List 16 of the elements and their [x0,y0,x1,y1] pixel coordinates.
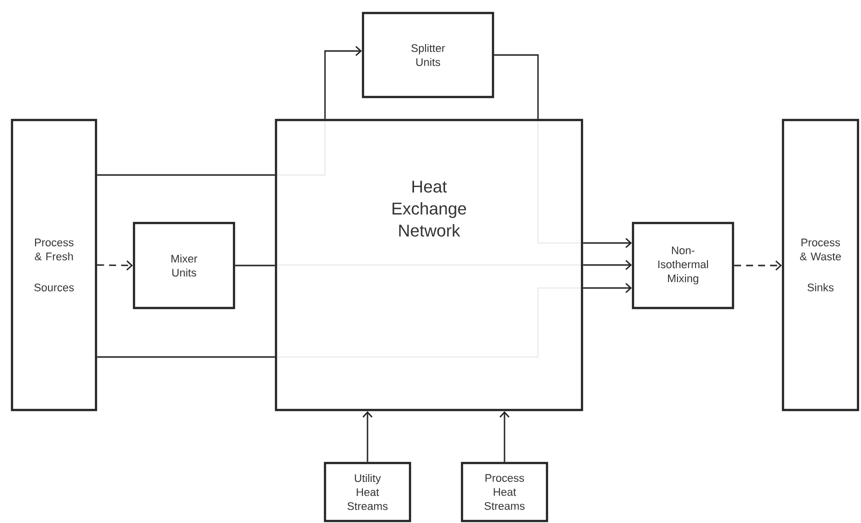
stream-box: Utility Heat Streams [324,462,412,522]
arrow [583,238,632,248]
mixer-box: Mixer Units [132,222,236,310]
arrow [97,260,133,270]
arrow [583,282,632,294]
arrow [324,46,362,119]
source-box: Process & Fresh Sources [10,118,98,412]
sink-box: Process & Waste Sinks [782,118,860,412]
arrow [583,260,632,270]
stream-box: Process Heat Streams [460,462,548,522]
splitter-box: Splitter Units [362,12,494,98]
mixing-box: Non-Isothermal Mixing [632,222,734,310]
arrow [362,411,373,462]
arrow [499,411,510,462]
arrow [734,260,782,271]
network-box: Heat Exchange Network [274,118,584,412]
